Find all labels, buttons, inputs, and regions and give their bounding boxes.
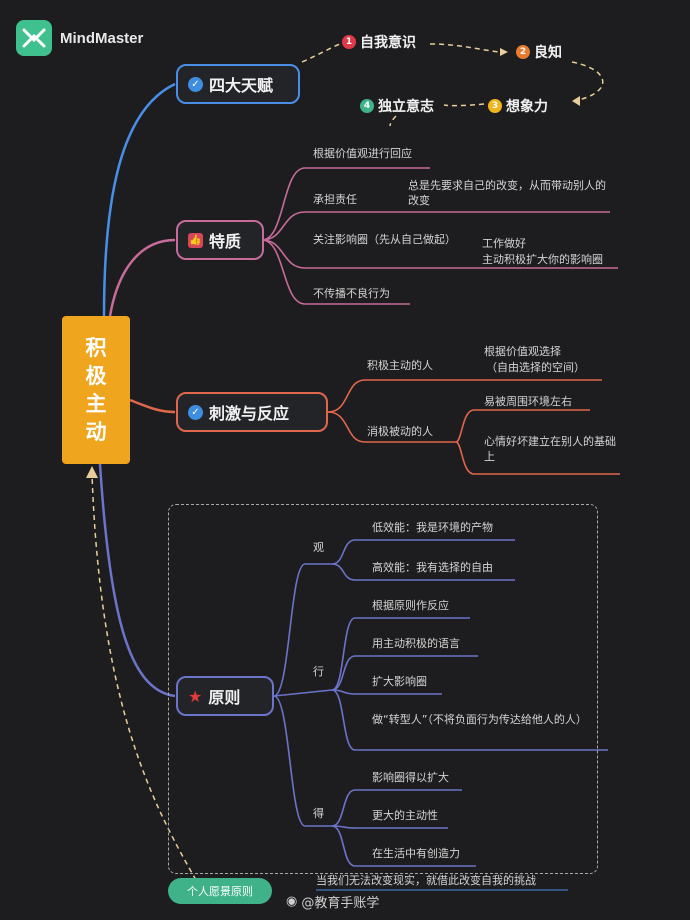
connector-principles xyxy=(98,463,176,698)
stimulus-item: 积极主动的人 xyxy=(367,359,433,372)
principle-item: 低效能：我是环境的产物 xyxy=(372,521,493,534)
trait-item: 关注影响圈（先从自己做起） xyxy=(313,233,456,246)
weibo-icon: ◉ xyxy=(286,894,298,909)
root-char: 极 xyxy=(85,364,107,388)
principle-item: 用主动积极的语言 xyxy=(372,637,460,650)
principle-item: 更大的主动性 xyxy=(372,809,438,822)
gift-label: 良知 xyxy=(534,45,562,61)
vision-principle-pill[interactable]: 个人愿景原则 xyxy=(168,878,272,904)
gift-label: 想象力 xyxy=(506,99,548,115)
trait-detail: 工作做好 xyxy=(482,237,526,250)
gift-arrow-2 xyxy=(429,43,501,53)
connector-traits xyxy=(108,238,176,317)
talent-label: 四大天赋 xyxy=(209,76,274,95)
vision-return-arrow xyxy=(91,473,197,881)
check-icon: ✓ xyxy=(188,404,203,420)
principles-container xyxy=(168,504,598,874)
stimulus-detail: （自由选择的空间） xyxy=(486,361,585,374)
traits-label: 特质 xyxy=(209,232,242,251)
stimulus-node[interactable]: ✓ 刺激与反应 xyxy=(176,392,328,432)
gift-item[interactable]: 2 良知 xyxy=(516,42,562,62)
number-badge-icon: 1 xyxy=(342,35,356,49)
gift-arrow-1 xyxy=(301,43,341,63)
stimulus-label: 刺激与反应 xyxy=(209,404,290,423)
gift-arrow-4 xyxy=(443,103,485,107)
number-badge-icon: 3 xyxy=(488,99,502,113)
stimulus-detail: 根据价值观选择 xyxy=(484,345,561,358)
principle-item: 根据原则作反应 xyxy=(372,599,449,612)
gift-arrow-5 xyxy=(389,115,397,127)
root-char: 主 xyxy=(85,392,107,416)
gift-arrow-3 xyxy=(571,61,604,101)
stimulus-item: 消极被动的人 xyxy=(367,425,433,438)
footer-note: 当我们无法改变现实，就借此改变自我的挑战 xyxy=(316,874,536,887)
principles-node[interactable]: ★ 原则 xyxy=(176,676,274,716)
trait-item: 根据价值观进行回应 xyxy=(313,147,412,160)
root-char: 积 xyxy=(85,336,107,360)
watermark-text: @教育手账学 xyxy=(301,896,380,911)
principle-group-label: 得 xyxy=(313,807,324,820)
root-char: 动 xyxy=(85,420,107,444)
connector-stimulus xyxy=(129,398,176,414)
brand-name: MindMaster xyxy=(60,29,144,47)
gift-item[interactable]: 4 独立意志 xyxy=(360,96,434,116)
principle-item: 做“转型人”（不将负面行为传达给他人的人） xyxy=(372,713,587,726)
stimulus-detail: 心情好坏建立在别人的基础上 xyxy=(484,435,616,463)
principle-group-label: 行 xyxy=(313,665,324,678)
principle-item: 扩大影响圈 xyxy=(372,675,427,688)
gift-label: 独立意志 xyxy=(378,99,434,115)
thumbs-up-icon: 👍 xyxy=(188,232,203,248)
principle-group-label: 观 xyxy=(313,541,324,554)
check-icon: ✓ xyxy=(188,76,203,92)
number-badge-icon: 4 xyxy=(360,99,374,113)
principles-label: 原则 xyxy=(208,688,241,707)
principle-item: 在生活中有创造力 xyxy=(372,847,460,860)
stimulus-detail: 易被周围环境左右 xyxy=(484,395,572,408)
trait-item: 不传播不良行为 xyxy=(313,287,390,300)
star-icon: ★ xyxy=(188,686,203,706)
gift-item[interactable]: 3 想象力 xyxy=(488,96,548,116)
traits-node[interactable]: 👍 特质 xyxy=(176,220,264,260)
mindmaster-logo-icon xyxy=(16,20,52,56)
gift-label: 自我意识 xyxy=(360,35,416,51)
principle-item: 影响圈得以扩大 xyxy=(372,771,449,784)
connector-talent xyxy=(102,82,176,317)
trait-item: 承担责任 xyxy=(313,193,357,206)
root-node[interactable]: 积 极 主 动 xyxy=(62,316,130,464)
watermark: ◉ @教育手账学 xyxy=(286,892,379,911)
trait-detail: 总是先要求自己的改变，从而带动别人的改变 xyxy=(408,179,606,207)
brand: MindMaster xyxy=(16,20,143,56)
talent-node[interactable]: ✓ 四大天赋 xyxy=(176,64,300,104)
gift-item[interactable]: 1 自我意识 xyxy=(342,32,416,52)
number-badge-icon: 2 xyxy=(516,45,530,59)
trait-detail: 主动积极扩大你的影响圈 xyxy=(482,253,603,266)
principle-item: 高效能：我有选择的自由 xyxy=(372,561,493,574)
